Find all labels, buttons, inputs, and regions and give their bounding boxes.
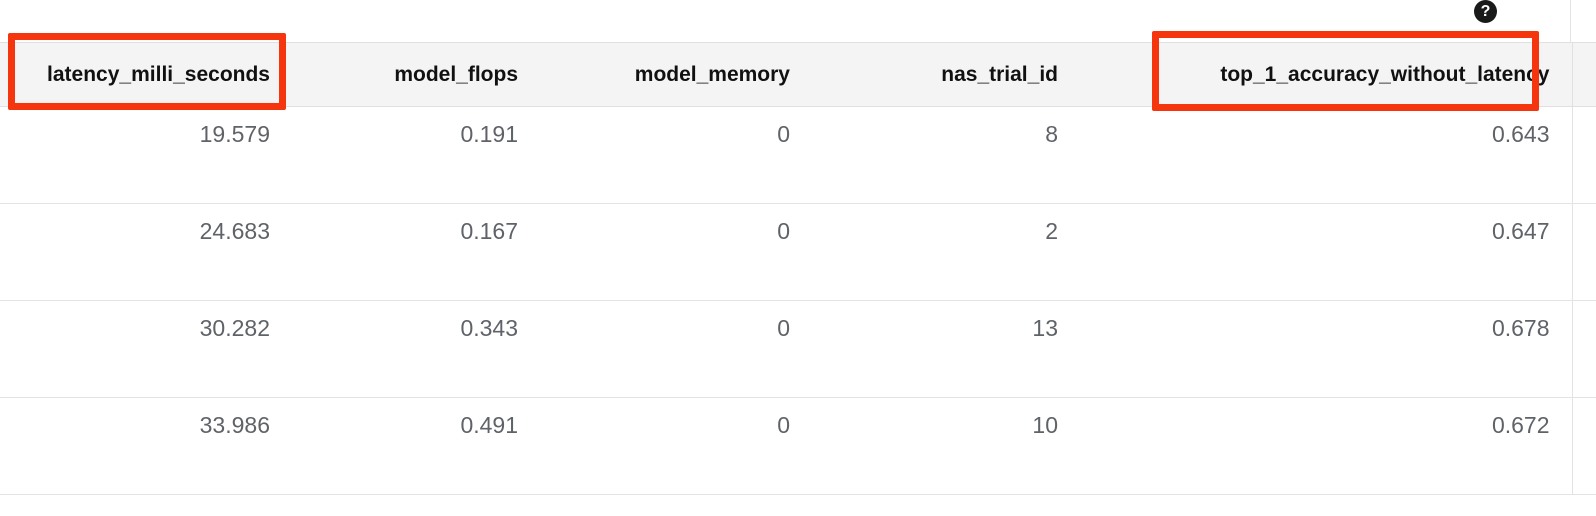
cell-model-memory: 0 [540,203,812,301]
cell-nas-trial-id: 10 [812,397,1080,495]
table-header-row: latency_milli_seconds model_flops model_… [0,42,1596,107]
cell-model-flops: 0.491 [292,397,540,495]
cell-nas-trial-id: 13 [812,300,1080,398]
data-table-container: latency_milli_seconds model_flops model_… [0,42,1596,495]
cell-latency-milli-seconds: 19.579 [0,106,292,204]
help-icon[interactable]: ? [1474,0,1497,23]
cell-top-1-accuracy-without-latency: 0.678 [1080,300,1572,398]
column-header-model-flops[interactable]: model_flops [292,42,540,107]
table-row[interactable]: 33.986 0.491 0 10 0.672 [0,397,1596,495]
cell-model-flops: 0.167 [292,203,540,301]
cell-model-flops: 0.191 [292,106,540,204]
cell-latency-milli-seconds: 24.683 [0,203,292,301]
table-body: 19.579 0.191 0 8 0.643 24.683 0.167 0 2 … [0,106,1596,495]
column-header-top-1-accuracy-without-latency[interactable]: top_1_accuracy_without_latency [1080,42,1572,107]
cell-overflow [1571,397,1596,495]
cell-model-flops: 0.343 [292,300,540,398]
cell-overflow [1571,203,1596,301]
table-row[interactable]: 19.579 0.191 0 8 0.643 [0,106,1596,204]
table-row[interactable]: 24.683 0.167 0 2 0.647 [0,203,1596,301]
column-header-overflow[interactable] [1571,42,1596,107]
table-row[interactable]: 30.282 0.343 0 13 0.678 [0,300,1596,398]
column-divider-top [1570,0,1571,42]
cell-model-memory: 0 [540,397,812,495]
cell-overflow [1571,106,1596,204]
cell-top-1-accuracy-without-latency: 0.647 [1080,203,1572,301]
column-header-nas-trial-id[interactable]: nas_trial_id [812,42,1080,107]
cell-top-1-accuracy-without-latency: 0.643 [1080,106,1572,204]
cell-model-memory: 0 [540,106,812,204]
cell-latency-milli-seconds: 33.986 [0,397,292,495]
column-header-model-memory[interactable]: model_memory [540,42,812,107]
cell-nas-trial-id: 2 [812,203,1080,301]
cell-top-1-accuracy-without-latency: 0.672 [1080,397,1572,495]
cell-model-memory: 0 [540,300,812,398]
cell-latency-milli-seconds: 30.282 [0,300,292,398]
cell-nas-trial-id: 8 [812,106,1080,204]
column-header-latency-milli-seconds[interactable]: latency_milli_seconds [0,42,292,107]
data-table: latency_milli_seconds model_flops model_… [0,42,1596,495]
table-header: latency_milli_seconds model_flops model_… [0,42,1596,107]
cell-overflow [1571,300,1596,398]
